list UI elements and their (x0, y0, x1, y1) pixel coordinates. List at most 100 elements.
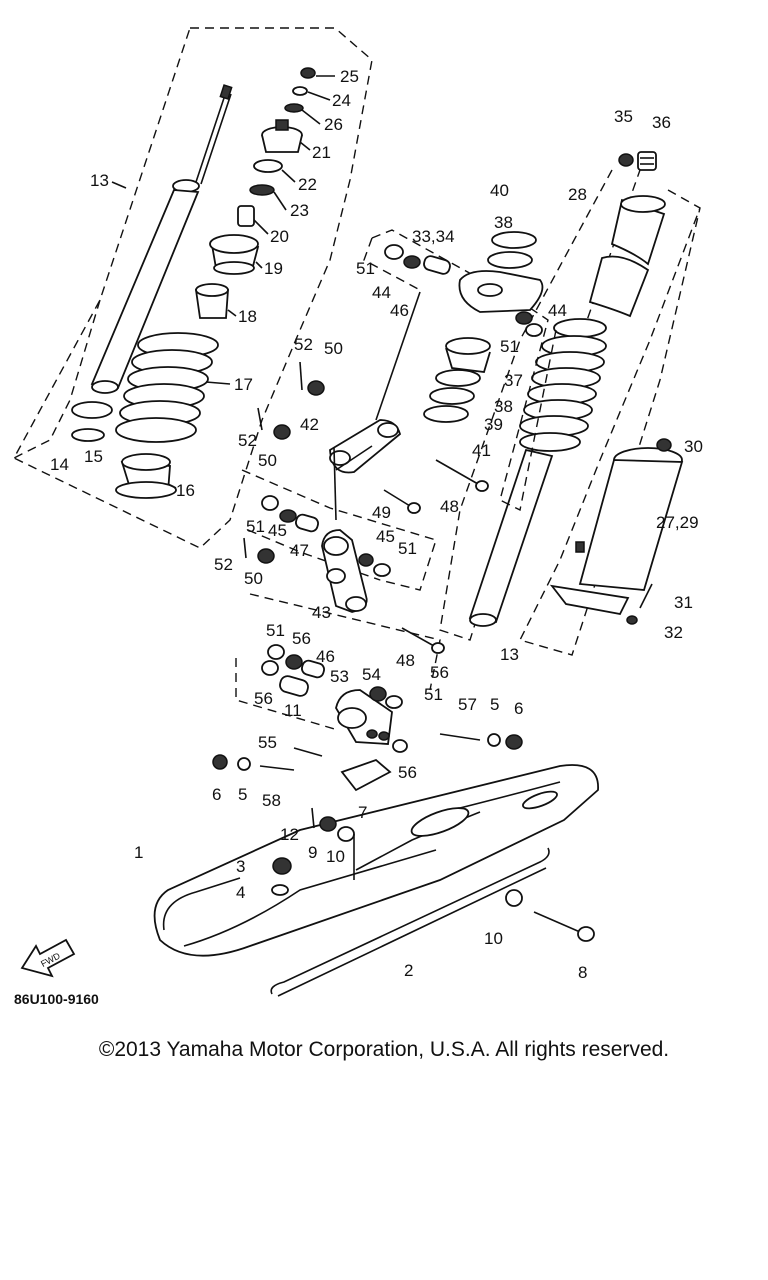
callout-11: 11 (284, 701, 302, 720)
callout-40: 40 (490, 181, 509, 200)
callout-23: 23 (290, 201, 309, 220)
callout-6b: 6 (212, 785, 221, 804)
washer-51c (261, 495, 279, 511)
washer-40 (491, 231, 537, 249)
callout-16: 16 (176, 481, 195, 500)
callout-51d: 51 (398, 539, 417, 558)
nut-30 (656, 438, 672, 452)
link-42 (329, 419, 402, 474)
washer-51b (525, 323, 543, 337)
nut-32 (626, 615, 638, 625)
washer-38b (435, 369, 481, 387)
callout-46a: 46 (390, 301, 409, 320)
callout-21: 21 (312, 143, 331, 162)
pin-46a (423, 255, 451, 275)
callout-38b: 38 (494, 397, 513, 416)
callout-24: 24 (332, 91, 351, 110)
bolt-57 (439, 733, 481, 741)
callout-37: 37 (504, 371, 523, 390)
nut-35 (618, 153, 634, 167)
left-shock-frame (13, 27, 373, 549)
bush-56a (285, 654, 303, 670)
callout-47: 47 (290, 541, 309, 560)
callout-56c: 56 (430, 663, 449, 682)
callout-54: 54 (362, 665, 381, 684)
callout-3: 3 (236, 857, 245, 876)
washer-24 (292, 86, 308, 96)
mount-bracket (335, 689, 393, 745)
wedge-7 (340, 758, 392, 792)
bump-stop-18 (194, 283, 229, 319)
nut-3 (272, 857, 292, 875)
ski-1 (153, 764, 599, 957)
washer-10a (337, 826, 355, 842)
reservoir-27 (549, 447, 684, 616)
callout-45a: 45 (268, 521, 287, 540)
spring-seat-16 (115, 453, 177, 499)
bolt-48b (401, 627, 445, 654)
ring-14 (71, 401, 113, 419)
cover-28 (588, 195, 666, 318)
link-42-rod (375, 291, 421, 421)
callout-14: 14 (50, 455, 69, 474)
callout-32: 32 (664, 623, 683, 642)
callout-17: 17 (234, 375, 253, 394)
callout-52a: 52 (294, 335, 313, 354)
copyright-notice: ©2013 Yamaha Motor Corporation, U.S.A. A… (98, 1038, 670, 1061)
callout-41: 41 (472, 441, 491, 460)
bracket-33 (458, 270, 544, 313)
callout-13a: 13 (90, 171, 109, 190)
washer-5a (487, 733, 501, 747)
washer-5b (237, 757, 251, 771)
callout-19: 19 (264, 259, 283, 278)
washer-4 (271, 884, 289, 896)
right-shock-absorber (468, 318, 607, 627)
callout-18: 18 (238, 307, 257, 326)
seat-19 (209, 234, 260, 275)
bolt-31 (639, 583, 653, 609)
callout-20: 20 (270, 227, 289, 246)
callout-56a: 56 (292, 629, 311, 648)
callout-31: 31 (674, 593, 693, 612)
callout-8: 8 (578, 963, 587, 982)
ring-15 (71, 428, 105, 442)
cap-36 (637, 151, 657, 171)
washer-45a (279, 509, 297, 523)
parts-diagram: FWD 86U100-9160 1 2 3 4 5 5 6 6 7 8 9 10… (13, 27, 703, 1007)
callout-25: 25 (340, 67, 359, 86)
pin-52c (243, 537, 247, 559)
callout-7: 7 (358, 803, 367, 822)
bolt-58 (259, 765, 295, 771)
callout-57: 57 (458, 695, 477, 714)
callout-51b: 51 (500, 337, 519, 356)
nut-50b (273, 424, 291, 440)
callout-50a: 50 (324, 339, 343, 358)
callout-30: 30 (684, 437, 703, 456)
bush-56c (369, 686, 387, 702)
callout-42: 42 (300, 415, 319, 434)
bolt-55 (293, 747, 323, 757)
callout-56b: 56 (254, 689, 273, 708)
link-42-rod-b (333, 447, 337, 521)
pin-46b (301, 659, 325, 679)
nut-26 (284, 103, 304, 113)
callout-26: 26 (324, 115, 343, 134)
bush-56b (261, 660, 279, 676)
callout-9: 9 (308, 843, 317, 862)
callout-39: 39 (484, 415, 503, 434)
callout-5a: 5 (490, 695, 499, 714)
bushing-37 (445, 337, 491, 373)
callout-1: 1 (134, 843, 143, 862)
runner-2-edge (277, 867, 547, 997)
nut-25 (300, 67, 316, 79)
callout-44a: 44 (372, 283, 391, 302)
washer-45b (358, 553, 374, 567)
shaft-11 (279, 675, 309, 697)
callout-35: 35 (614, 107, 633, 126)
callout-48b: 48 (396, 651, 415, 670)
bolt-49 (383, 489, 421, 514)
callout-33: 33,34 (412, 227, 455, 246)
bolt-48a (435, 459, 489, 492)
callout-52b: 52 (238, 431, 257, 450)
washer-23 (249, 184, 275, 196)
